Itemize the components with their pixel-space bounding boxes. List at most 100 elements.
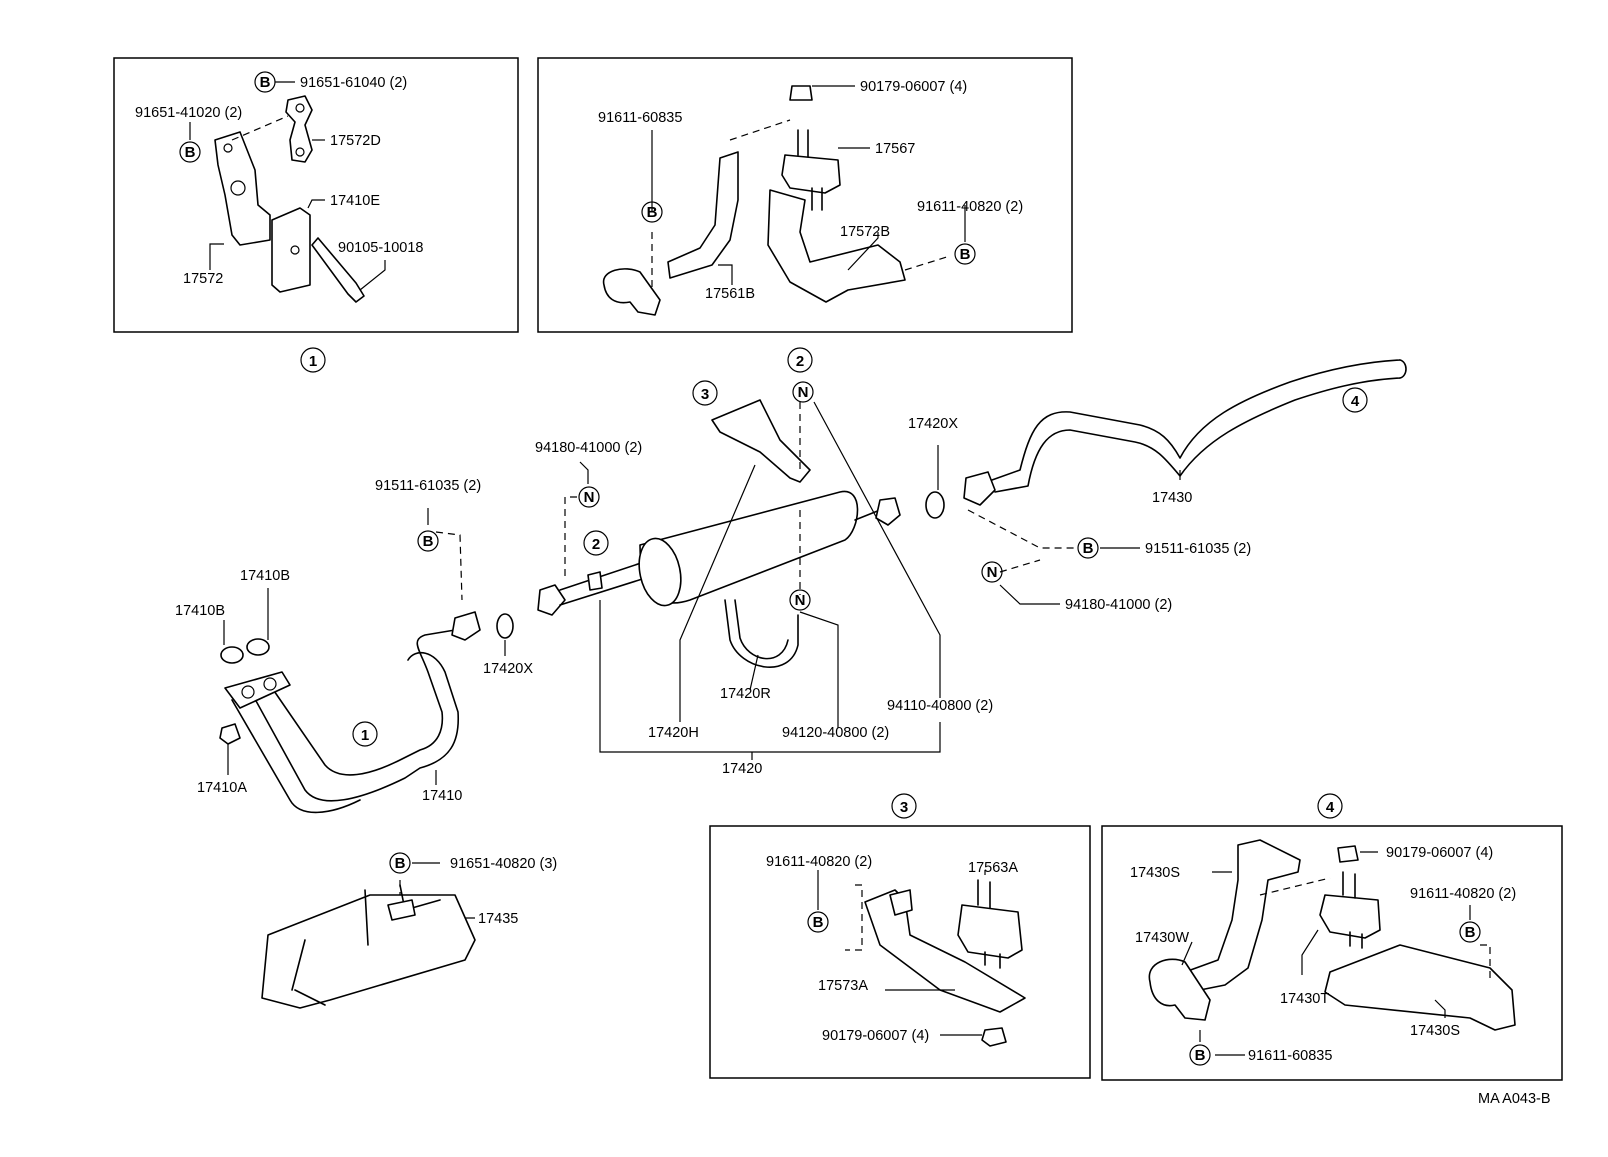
bolt-marker: B — [1077, 537, 1099, 559]
label-91511-61035-left: 91511-61035 (2) — [375, 478, 481, 494]
label-17420X-left: 17420X — [483, 661, 533, 677]
label-17561B: 17561B — [705, 286, 755, 302]
nut-17410A — [219, 723, 241, 745]
label-91611-40820-box4: 91611-40820 (2) — [1410, 886, 1516, 902]
svg-text:B: B — [813, 914, 824, 931]
label-94180-41000-right: 94180-41000 (2) — [1065, 597, 1172, 613]
label-90179-06007: 90179-06007 (4) — [860, 79, 967, 95]
bolt-marker: B — [417, 530, 439, 552]
inset-box-4: 4 B B 17430S 90179-06007 ( — [1101, 793, 1563, 1081]
svg-text:B: B — [260, 74, 271, 91]
inset-box-4-frame — [1101, 825, 1563, 1081]
label-17567: 17567 — [875, 141, 915, 157]
symbol-4: 4 — [1342, 387, 1368, 413]
label-17573A: 17573A — [818, 978, 868, 994]
svg-text:N: N — [584, 489, 595, 506]
label-91651-61040: 91651-61040 (2) — [300, 75, 407, 91]
label-17420: 17420 — [722, 761, 762, 777]
bolt-marker: B — [1189, 1044, 1211, 1066]
bolt-marker: B — [807, 911, 829, 933]
svg-text:1: 1 — [309, 353, 317, 370]
tail-pipe-17430 — [991, 359, 1401, 481]
label-17430T: 17430T — [1280, 991, 1329, 1007]
svg-text:B: B — [1465, 924, 1476, 941]
svg-text:N: N — [795, 592, 806, 609]
svg-text:3: 3 — [701, 386, 709, 403]
symbol-3-box: 3 — [891, 793, 917, 819]
pipe-clamp — [602, 268, 661, 316]
front-pipe-flange — [224, 671, 291, 709]
gasket-17410B-right — [246, 638, 270, 656]
tail-pipe-flange — [963, 471, 996, 506]
bracket-17572 — [214, 131, 271, 246]
u-bolt-17420R — [724, 599, 799, 668]
svg-text:4: 4 — [1326, 799, 1335, 816]
label-91651-41020: 91651-41020 (2) — [135, 105, 242, 121]
label-91511-61035-right: 91511-61035 (2) — [1145, 541, 1251, 557]
hanger-17430S — [1184, 839, 1301, 993]
nut-90179-06007-box4 — [1337, 845, 1359, 863]
symbol-1-mid: 1 — [352, 721, 378, 747]
label-17430: 17430 — [1152, 490, 1192, 506]
main-assembly: 1 2 3 4 2 1 — [175, 347, 1407, 1009]
label-94120-40800: 94120-40800 (2) — [782, 725, 889, 741]
svg-text:B: B — [1083, 540, 1094, 557]
label-17430S-top: 17430S — [1130, 865, 1180, 881]
inset-box-3-frame — [709, 825, 1091, 1079]
label-90105-10018: 90105-10018 — [338, 240, 423, 256]
label-17563A: 17563A — [968, 860, 1018, 876]
bolt-marker: B — [179, 141, 201, 163]
hanger-17561B — [667, 151, 739, 279]
bolt-marker: B — [1459, 921, 1481, 943]
gasket-17420X-left — [496, 613, 514, 639]
symbol-2-mid: 2 — [583, 530, 609, 556]
label-17410A: 17410A — [197, 780, 247, 796]
svg-text:2: 2 — [592, 536, 600, 553]
label-17435: 17435 — [478, 911, 518, 927]
label-17420X-right: 17420X — [908, 416, 958, 432]
svg-text:B: B — [395, 855, 406, 872]
svg-text:B: B — [647, 204, 658, 221]
nut-marker: N — [578, 486, 600, 508]
svg-text:N: N — [798, 384, 809, 401]
label-17420H: 17420H — [648, 725, 699, 741]
front-pipe-outlet-flange — [451, 611, 481, 641]
label-90179-06007-box4: 90179-06007 (4) — [1386, 845, 1493, 861]
nut-marker: N — [981, 561, 1003, 583]
bracket-17430S — [1324, 944, 1516, 1031]
label-94180-41000-left: 94180-41000 (2) — [535, 440, 642, 456]
svg-text:3: 3 — [900, 799, 908, 816]
label-17430W: 17430W — [1135, 930, 1189, 946]
svg-text:4: 4 — [1351, 393, 1360, 410]
bracket-17572D — [285, 95, 313, 163]
center-pipe-17420 — [559, 559, 656, 606]
label-91611-40820-box3: 91611-40820 (2) — [766, 854, 872, 870]
label-17410B-top: 17410B — [240, 568, 290, 584]
nut-marker: N — [789, 589, 811, 611]
bolt-marker: B — [954, 243, 976, 265]
inset-box-1: B B 91651-61040 (2) 91651-41020 (2) 1757… — [113, 57, 519, 333]
label-17410E: 17410E — [330, 193, 380, 209]
gasket-17410B-left — [220, 646, 244, 664]
mount-17430T — [1319, 894, 1381, 939]
svg-text:1: 1 — [361, 727, 369, 744]
label-94110-40800: 94110-40800 (2) — [887, 698, 993, 714]
svg-text:2: 2 — [796, 353, 804, 370]
nut-90179-06007-box3 — [981, 1027, 1007, 1047]
svg-text:B: B — [185, 144, 196, 161]
svg-text:B: B — [960, 246, 971, 263]
center-pipe-inlet-flange — [537, 584, 566, 616]
bolt-marker: B — [254, 71, 276, 93]
bracket-17572B — [767, 189, 906, 303]
symbol-4-box: 4 — [1317, 793, 1343, 819]
inset-box-2-frame — [537, 57, 1073, 333]
inset-box-3: 3 B 91611-40820 (2) 17563A 17573A 90179-… — [709, 793, 1091, 1079]
label-90179-06007-box3: 90179-06007 (4) — [822, 1028, 929, 1044]
inset-box-1-frame — [113, 57, 519, 333]
hanger-17420H-bracket — [711, 399, 811, 483]
label-17572: 17572 — [183, 271, 223, 287]
label-17430S-bottom: 17430S — [1410, 1023, 1460, 1039]
label-17572D: 17572D — [330, 133, 381, 149]
